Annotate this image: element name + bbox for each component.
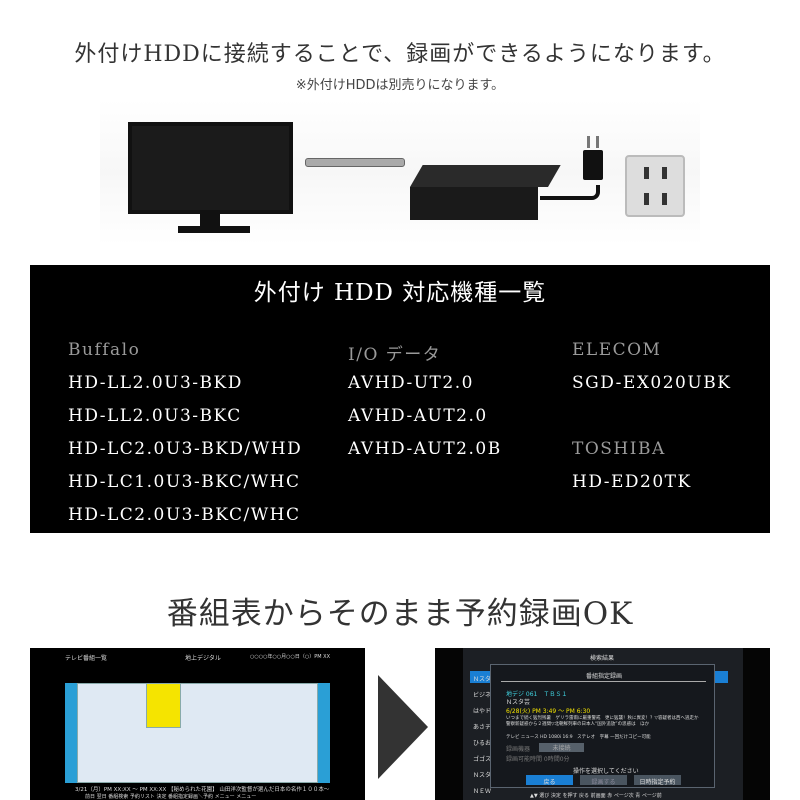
record-button[interactable]: 録画する (580, 775, 627, 786)
time-column-right (318, 683, 330, 783)
result-item[interactable]: ＮＥＷ (473, 788, 492, 795)
time-column-left (65, 683, 77, 783)
program-search-button[interactable]: 番組検索 (108, 794, 129, 800)
record-dialog: 番組指定録画 地デジ 061 ＴＢＳ１ Ｎスタ芸 6/28(火) PM 3:49… (490, 664, 715, 788)
model-item: HD-LL2.0U3-BKC (68, 406, 242, 426)
feature-title: 番組表からそのまま予約録画OK (166, 596, 634, 632)
prev-day-button[interactable]: 前日 (85, 794, 96, 800)
arrow-right-icon (378, 675, 428, 779)
model-item: HD-LL2.0U3-BKD (68, 373, 243, 393)
epg-screenshot: テレビ番組一覧 地上デジタル ○○○○年○○月○○日（○）PM XX 3/21（… (30, 648, 365, 800)
result-item[interactable]: あさチ (473, 724, 492, 731)
epg-footer-buttons: 前日 翌日 番組検索 予約リスト 決定 番組指定録画＼予約 メニュー メニュー (85, 793, 256, 800)
air-time: 6/28(火) PM 3:49 ～ PM 6:30 (506, 708, 591, 715)
epg-footer-info: 3/21（月）PM XX:XX ～ PM XX:XX 【秘められた花園】 山田洋… (75, 787, 330, 793)
device-select[interactable]: 未接続 (539, 743, 584, 752)
record-reserve-button[interactable]: 決定 番組指定録画＼予約 (156, 794, 214, 800)
elecom-toshiba-column: ELECOM SGD-EX020UBK TOSHIBA HD-ED20TK (572, 340, 731, 505)
result-item[interactable]: ゴゴス (473, 756, 492, 763)
next-day-button[interactable]: 翌日 (96, 794, 107, 800)
model-item: HD-LC2.0U3-BKC/WHC (68, 505, 301, 525)
device-label: 録画機器 (506, 746, 531, 753)
program-grid[interactable] (77, 683, 318, 783)
model-item: HD-LC1.0U3-BKC/WHC (68, 472, 301, 492)
power-plug-icon (583, 150, 603, 180)
compat-title: 外付け HDD 対応機種一覧 (253, 280, 547, 306)
wall-outlet-icon (625, 155, 685, 217)
model-item: SGD-EX020UBK (572, 373, 732, 393)
plug-prong (587, 136, 590, 148)
result-item[interactable]: ビジネ (473, 692, 492, 699)
back-button[interactable]: 戻る (526, 775, 573, 786)
result-item[interactable]: Ｎスタ (473, 772, 492, 779)
menu-button[interactable]: メニュー メニュー (214, 794, 257, 800)
selected-program-cell[interactable] (146, 683, 181, 728)
tv-stand (200, 214, 220, 226)
plug-prong (596, 136, 599, 148)
model-item: AVHD-UT2.0 (348, 373, 474, 393)
screen-title: 検索結果 (590, 655, 615, 662)
epg-header-right: ○○○○年○○月○○日（○）PM XX (250, 654, 331, 660)
result-item[interactable]: ひるお (473, 740, 492, 747)
external-hdd-icon (410, 187, 538, 220)
model-item: AVHD-AUT2.0B (348, 439, 502, 459)
reservation-list-button[interactable]: 予約リスト (129, 794, 155, 800)
brand-label: TOSHIBA (572, 439, 666, 459)
channel: 地デジ 061 ＴＢＳ１ (506, 691, 568, 698)
dialog-footer: ▲▼ 選び 決定 を押す 戻る 前画面 赤 ページ次 青 ページ前 (530, 793, 662, 799)
model-item: AVHD-AUT2.0 (348, 406, 488, 426)
buffalo-column: Buffalo HD-LL2.0U3-BKD HD-LL2.0U3-BKC HD… (68, 340, 302, 538)
compatible-hdd-panel: 外付け HDD 対応機種一覧 Buffalo HD-LL2.0U3-BKD HD… (30, 265, 770, 533)
remaining-time: 録画可能時間 0時間0分 (506, 756, 570, 763)
record-dialog-screenshot: 検索結果 Ｎスタ ビジネ はやド あさチ ひるお ゴゴス Ｎスタ ＮＥＷ 番組指… (435, 648, 770, 800)
model-item: HD-ED20TK (572, 472, 692, 492)
model-item: HD-LC2.0U3-BKD/WHD (68, 439, 303, 459)
description: いつまで続く猛烈残暑 ゲリラ雷雨に厳重警戒 更に猛襲！秋に異変！？▽容疑者は西へ… (506, 716, 703, 727)
result-item[interactable]: はやド (473, 708, 492, 715)
meta-info: テレビ ニュース HD 1080i 16:9 ステレオ 字幕 一回だけコピー可能 (506, 735, 651, 740)
brand-label: ELECOM (572, 340, 662, 360)
prompt: 操作を選択してください (573, 768, 639, 775)
brand-label: Buffalo (68, 340, 141, 360)
timed-reserve-button[interactable]: 日時指定予約 (634, 775, 681, 786)
iodata-column: I/O データ AVHD-UT2.0 AVHD-AUT2.0 AVHD-AUT2… (348, 340, 502, 472)
hdd-sold-separately-note: ※外付けHDDは別売りになります。 (295, 78, 505, 93)
power-cord (540, 185, 600, 200)
dialog-title: 番組指定録画 (586, 673, 623, 680)
tv-monitor-icon (128, 122, 293, 214)
program-name: Ｎスタ芸 (506, 699, 531, 706)
epg-header-left: テレビ番組一覧 (65, 655, 108, 662)
external-hdd-top (410, 165, 561, 187)
brand-label: I/O データ (348, 345, 442, 365)
tv-base (178, 226, 250, 233)
epg-header-center: 地上デジタル (185, 655, 221, 662)
usb-cable-icon (305, 158, 405, 167)
headline: 外付けHDDに接続することで、録画ができるようになります。 (74, 42, 726, 67)
